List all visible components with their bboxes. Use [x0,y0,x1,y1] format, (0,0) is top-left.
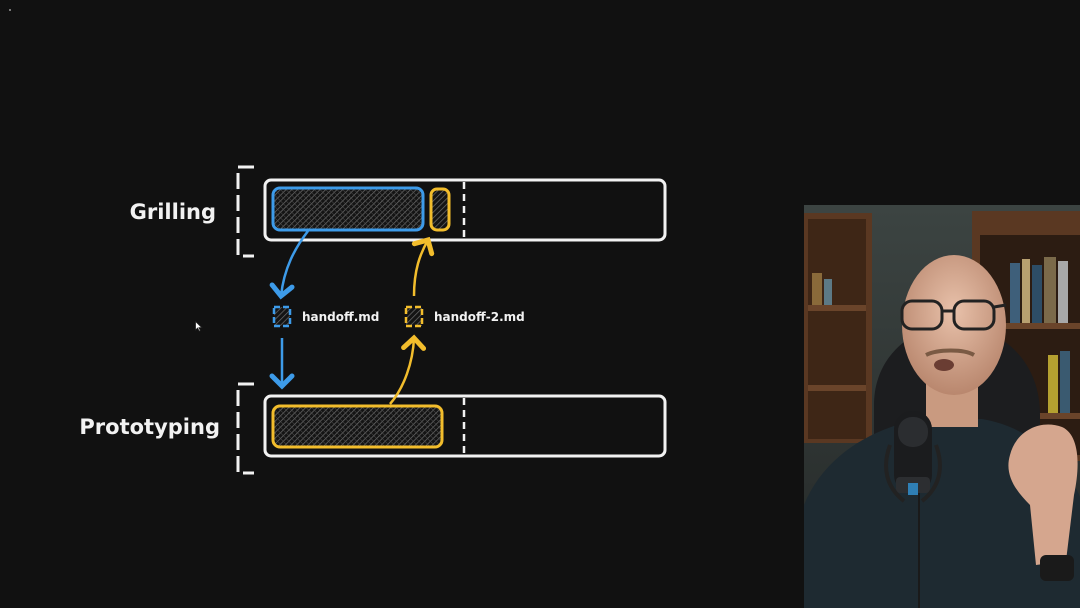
arrow-handoff-2-to-grilling [411,236,435,297]
mouse-cursor-icon [195,321,203,332]
grilling-blue-block [271,186,425,232]
lane-grilling: Grilling [130,165,667,258]
context-window-grilling [263,178,667,242]
lane-label-prototyping: Prototyping [79,415,220,439]
presenter-head [902,255,1006,395]
grilling-yellow-block [429,187,451,232]
corner-dot [9,9,11,11]
glasses-icon [900,299,1007,331]
webcam-overlay [804,205,1080,608]
lane-prototyping: Prototyping [79,382,667,475]
file-handoff-2: handoff-2.md [404,305,525,328]
arrow-prototyping-to-handoff-2 [389,334,427,405]
prototyping-yellow-block [271,404,444,449]
bookshelf-left [804,213,872,443]
presenter-video [804,205,1080,608]
file-handoff: handoff.md [272,305,379,328]
lane-label-grilling: Grilling [130,200,216,224]
context-window-prototyping [263,394,667,458]
arrow-grilling-to-handoff [269,230,309,300]
presenter-hand [1008,424,1078,565]
bracket-prototyping [236,382,254,475]
bracket-grilling [236,165,254,258]
microphone-icon [884,411,942,608]
document-icon [404,305,424,328]
file-label-handoff: handoff.md [302,310,379,324]
file-label-handoff-2: handoff-2.md [434,310,525,324]
document-icon [272,305,292,328]
